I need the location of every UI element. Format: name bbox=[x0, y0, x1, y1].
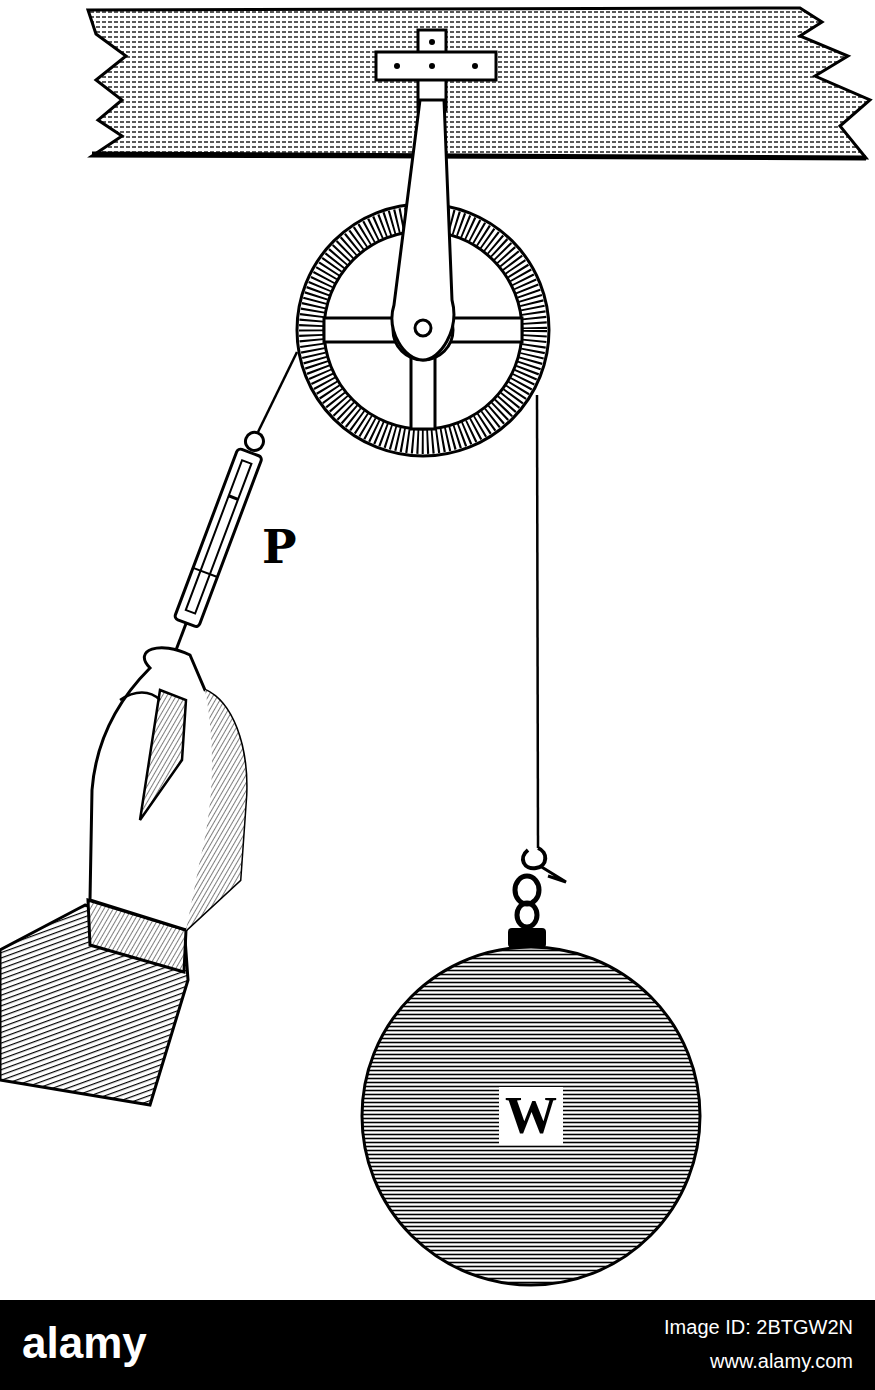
bracket-upright bbox=[418, 30, 446, 110]
bracket-joint bbox=[420, 54, 444, 78]
weight-ring bbox=[515, 876, 539, 904]
screw bbox=[394, 63, 400, 69]
fist bbox=[90, 648, 246, 930]
weight-hook bbox=[508, 848, 566, 948]
knuckle bbox=[120, 693, 160, 701]
ceiling-beam bbox=[88, 8, 870, 158]
weight-disc bbox=[362, 947, 700, 1285]
bracket-crossbar bbox=[376, 52, 496, 80]
pulley-arm bbox=[392, 100, 454, 360]
weight-eye bbox=[508, 928, 546, 948]
force-label: P bbox=[262, 520, 297, 574]
hand bbox=[0, 648, 246, 1105]
balance-band bbox=[193, 568, 217, 577]
axle bbox=[415, 320, 431, 336]
weight: W bbox=[360, 945, 702, 1287]
watermark-url: www.alamy.com bbox=[710, 1350, 853, 1373]
pulley-bracket bbox=[376, 30, 496, 110]
arm-body bbox=[392, 100, 454, 360]
hand-shading bbox=[186, 690, 246, 930]
screw bbox=[472, 63, 478, 69]
screw bbox=[429, 63, 435, 69]
screw bbox=[429, 39, 435, 45]
beam-edge bbox=[92, 154, 866, 158]
balance-slot bbox=[186, 460, 252, 613]
balance-pointer bbox=[229, 496, 238, 500]
grip bbox=[140, 690, 186, 820]
weight-letter: W bbox=[499, 1087, 563, 1144]
watermark-id: Image ID: 2BTGW2N bbox=[664, 1316, 853, 1339]
rope bbox=[258, 352, 297, 432]
watermark-logo: alamy bbox=[22, 1318, 147, 1368]
balance-body bbox=[174, 448, 262, 628]
beam-body bbox=[88, 8, 870, 158]
rope bbox=[537, 395, 538, 848]
weight-ring bbox=[517, 903, 537, 927]
hook bbox=[523, 848, 545, 868]
spring-balance bbox=[160, 428, 270, 666]
watermark-bar bbox=[0, 1300, 875, 1390]
hook-tip bbox=[540, 866, 566, 882]
balance-ring bbox=[243, 430, 266, 453]
